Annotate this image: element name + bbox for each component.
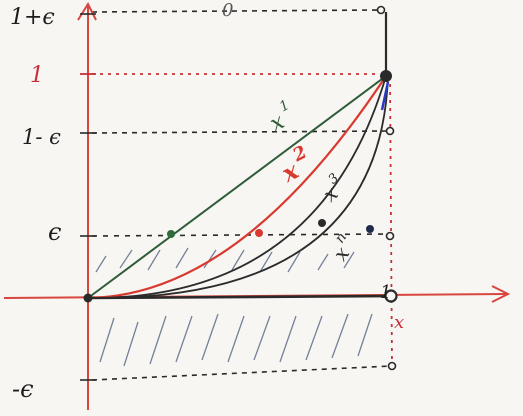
dotted-vertical-x1 xyxy=(389,75,393,367)
curve-x3 xyxy=(87,75,387,299)
intersection-x3-eps xyxy=(318,219,326,227)
curve-x1 xyxy=(87,75,387,299)
label-x-axis: x xyxy=(394,312,404,333)
label-one: 1 xyxy=(30,63,44,88)
label-one-at-axis: 1 xyxy=(380,282,391,303)
intersection-x1-eps xyxy=(167,230,175,238)
dotted-line-minus-eps xyxy=(91,365,393,381)
label-one-plus-eps: 1+ϵ xyxy=(10,5,55,30)
point-x1-on-axis xyxy=(384,289,398,303)
dotted-line-eps xyxy=(91,233,389,237)
point-one-one xyxy=(380,70,392,82)
dotted-line-one-minus-eps xyxy=(91,130,389,134)
label-xn: x xyxy=(328,242,354,265)
label-minus-eps: -ϵ xyxy=(12,375,34,403)
blue-mark xyxy=(380,81,390,111)
intersection-x2-eps xyxy=(255,229,263,237)
point-minus-eps xyxy=(387,361,397,371)
dotted-line-one-plus-eps xyxy=(91,9,381,13)
label-top-mark: 0 xyxy=(222,0,233,21)
label-eps: ϵ xyxy=(48,218,61,246)
curve-xn xyxy=(87,75,389,299)
shaded-epsilon-band xyxy=(95,247,373,367)
intersection-xn-eps xyxy=(366,225,374,233)
point-eps-x-axis-one xyxy=(385,231,395,241)
curve-x2 xyxy=(87,75,387,300)
point-one-minus-eps xyxy=(385,126,395,136)
point-one-plus-eps xyxy=(376,5,386,15)
x-axis-arrow xyxy=(491,285,511,303)
label-x1-exp: 1 xyxy=(277,97,292,115)
origin-point xyxy=(83,293,93,303)
label-one-minus-eps: 1- ϵ xyxy=(22,125,61,149)
